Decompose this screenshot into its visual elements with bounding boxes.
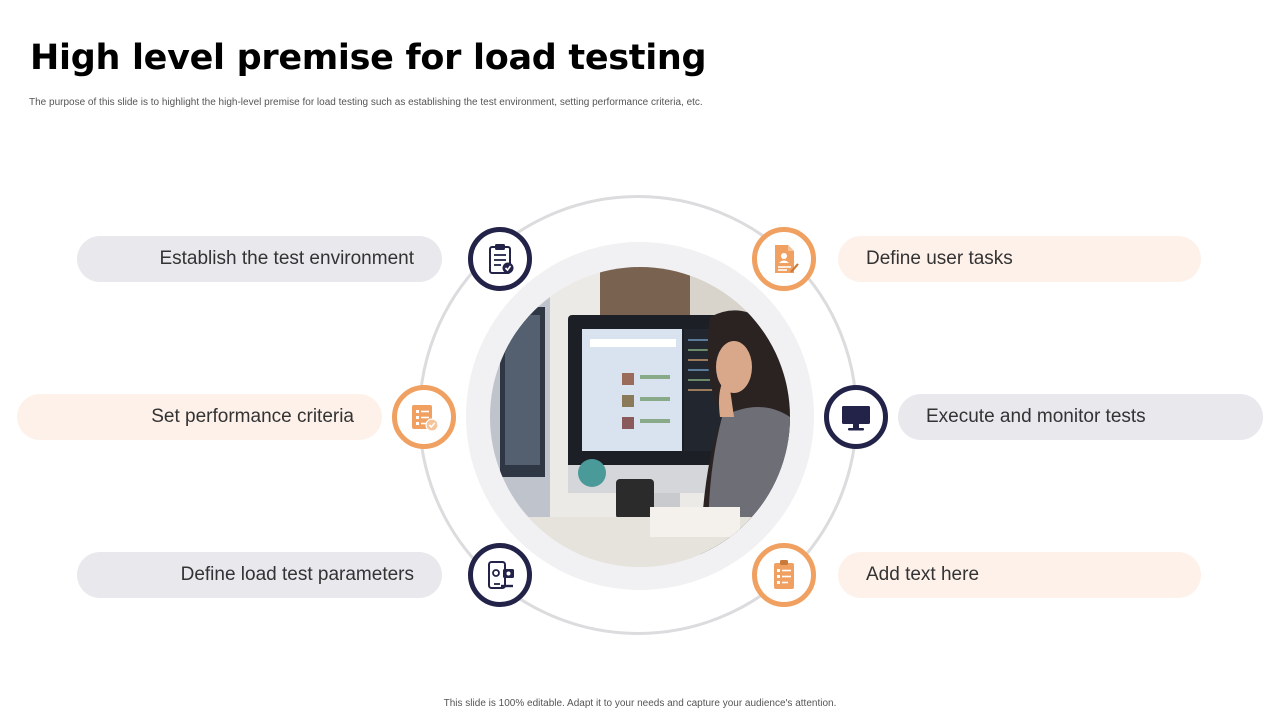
item-badge-define-load-parameters	[468, 543, 532, 607]
item-label: Define user tasks	[866, 248, 1013, 269]
item-pill-add-text-here: Add text here	[838, 552, 1201, 598]
user-document-icon	[775, 245, 799, 273]
item-badge-define-user-tasks	[752, 227, 816, 291]
monitor-icon	[842, 406, 870, 431]
item-badge-establish-environment	[468, 227, 532, 291]
center-photo	[490, 267, 790, 567]
slide-footer: This slide is 100% editable. Adapt it to…	[443, 698, 837, 709]
item-badge-set-performance-criteria	[392, 385, 456, 449]
criteria-checklist-icon	[412, 405, 439, 432]
slide-subtitle: The purpose of this slide is to highligh…	[29, 97, 703, 108]
slide-title: High level premise for load testing	[30, 38, 707, 78]
clipboard-checklist-icon	[489, 244, 514, 274]
item-label: Execute and monitor tests	[926, 406, 1146, 427]
item-label: Add text here	[866, 564, 980, 585]
person-at-computer-photo	[490, 267, 790, 567]
item-pill-establish-environment: Establish the test environment	[77, 236, 442, 282]
item-pill-execute-monitor-tests: Execute and monitor tests	[898, 394, 1263, 440]
item-label: Set performance criteria	[151, 406, 354, 427]
item-pill-define-user-tasks: Define user tasks	[838, 236, 1201, 282]
item-badge-add-text-here	[752, 543, 816, 607]
item-pill-set-performance-criteria: Set performance criteria	[17, 394, 382, 440]
device-settings-icon	[488, 561, 514, 589]
item-pill-define-load-parameters: Define load test parameters	[77, 552, 442, 598]
item-label: Establish the test environment	[159, 248, 414, 269]
item-badge-execute-monitor-tests	[824, 385, 888, 449]
item-label: Define load test parameters	[180, 564, 414, 585]
checklist-document-icon	[774, 560, 794, 589]
